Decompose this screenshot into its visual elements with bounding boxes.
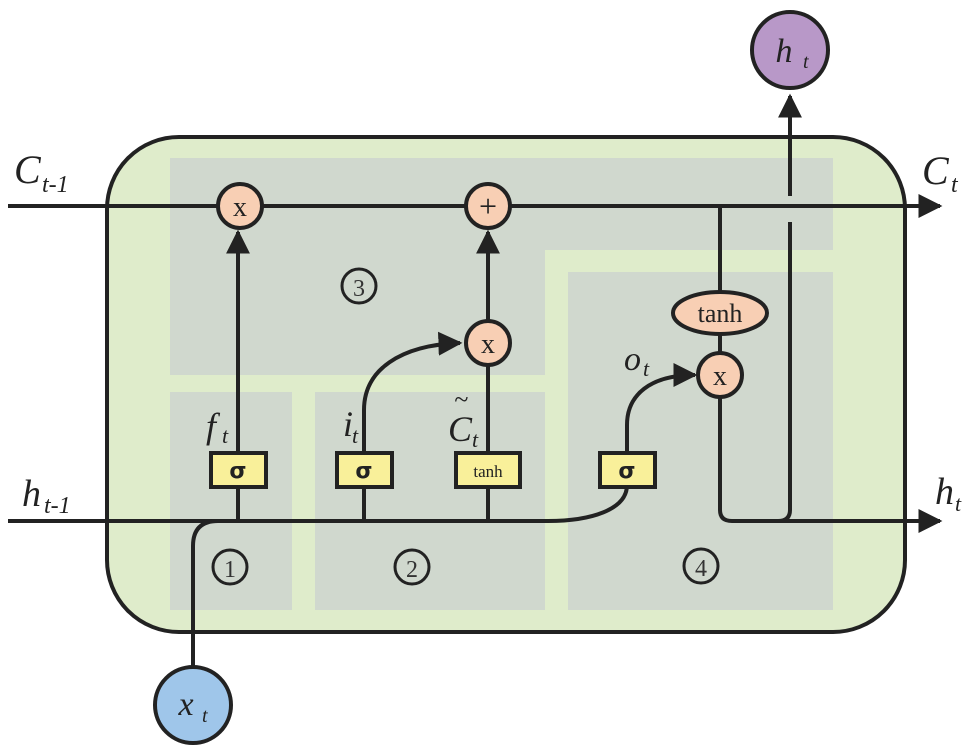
i-subscript: t xyxy=(352,423,359,448)
cell-add-node: + xyxy=(464,182,512,230)
tilde-accent: ~ xyxy=(454,385,468,414)
f-subscript: t xyxy=(222,423,229,448)
o-subscript: t xyxy=(643,356,650,381)
c-next-subscript: t xyxy=(951,172,959,198)
region-1-marker: 1 xyxy=(211,548,249,586)
multiply-icon: x xyxy=(233,192,247,223)
i-gate-label: i t xyxy=(343,404,359,448)
sigma-icon: σ xyxy=(229,459,246,484)
h-prev-base: h xyxy=(22,473,41,515)
region-2-number: 2 xyxy=(406,557,418,583)
h-next-subscript: t xyxy=(955,491,962,516)
input-multiply-node: x xyxy=(464,319,512,367)
o-gate-label: o t xyxy=(624,341,650,381)
multiply-icon: x xyxy=(481,329,495,360)
c-next-base: C xyxy=(922,148,950,193)
forget-multiply-node: x xyxy=(216,182,264,230)
h-next-base: h xyxy=(935,471,954,513)
x-label: x xyxy=(177,686,193,723)
sigma-icon: σ xyxy=(355,459,372,484)
c-tilde-subscript: t xyxy=(472,427,479,452)
multiply-icon: x xyxy=(713,361,727,392)
h-prev-label: h t-1 xyxy=(22,473,71,519)
hidden-state-line xyxy=(8,484,629,523)
c-prev-label: C t-1 xyxy=(14,147,69,198)
c-prev-base: C xyxy=(14,147,42,192)
h-top-label: h xyxy=(776,33,793,70)
c-tilde-base: C xyxy=(448,409,473,449)
forget-sigma-gate: σ xyxy=(209,451,268,489)
region-3-background xyxy=(170,158,833,375)
input-sigma-gate: σ xyxy=(335,451,394,489)
input-gate-arrow xyxy=(362,331,463,452)
sigma-icon: σ xyxy=(618,459,635,484)
c-next-label: C t xyxy=(922,148,959,198)
input-x-wire xyxy=(191,519,219,668)
x-subscript: t xyxy=(202,705,208,727)
c-prev-subscript: t-1 xyxy=(42,172,69,198)
input-node: x t xyxy=(153,665,233,745)
output-to-hidden-wire xyxy=(718,222,792,523)
plus-icon: + xyxy=(479,188,497,224)
region-1-background xyxy=(170,392,292,610)
output-tanh-node: tanh xyxy=(671,290,769,336)
region-4-marker: 4 xyxy=(682,547,720,585)
output-gate-arrow xyxy=(625,363,698,452)
output-multiply-node: x xyxy=(696,351,744,399)
h-top-subscript: t xyxy=(803,51,809,73)
h-next-label: h t xyxy=(935,471,962,516)
region-3-number: 3 xyxy=(353,276,365,302)
i-base: i xyxy=(343,404,353,444)
c-tilde-label: ~ C t xyxy=(448,385,479,452)
region-2-background xyxy=(315,392,545,610)
region-2-marker: 2 xyxy=(393,548,431,586)
o-base: o xyxy=(624,341,641,378)
tanh-label: tanh xyxy=(473,462,503,481)
region-4-number: 4 xyxy=(695,556,707,582)
h-prev-subscript: t-1 xyxy=(44,493,71,519)
hidden-output-node: h t xyxy=(750,10,830,90)
region-1-number: 1 xyxy=(224,557,236,583)
tanh-label: tanh xyxy=(698,299,743,328)
output-sigma-gate: σ xyxy=(598,451,657,489)
region-3-marker: 3 xyxy=(340,267,378,305)
candidate-tanh-gate: tanh xyxy=(454,451,522,489)
